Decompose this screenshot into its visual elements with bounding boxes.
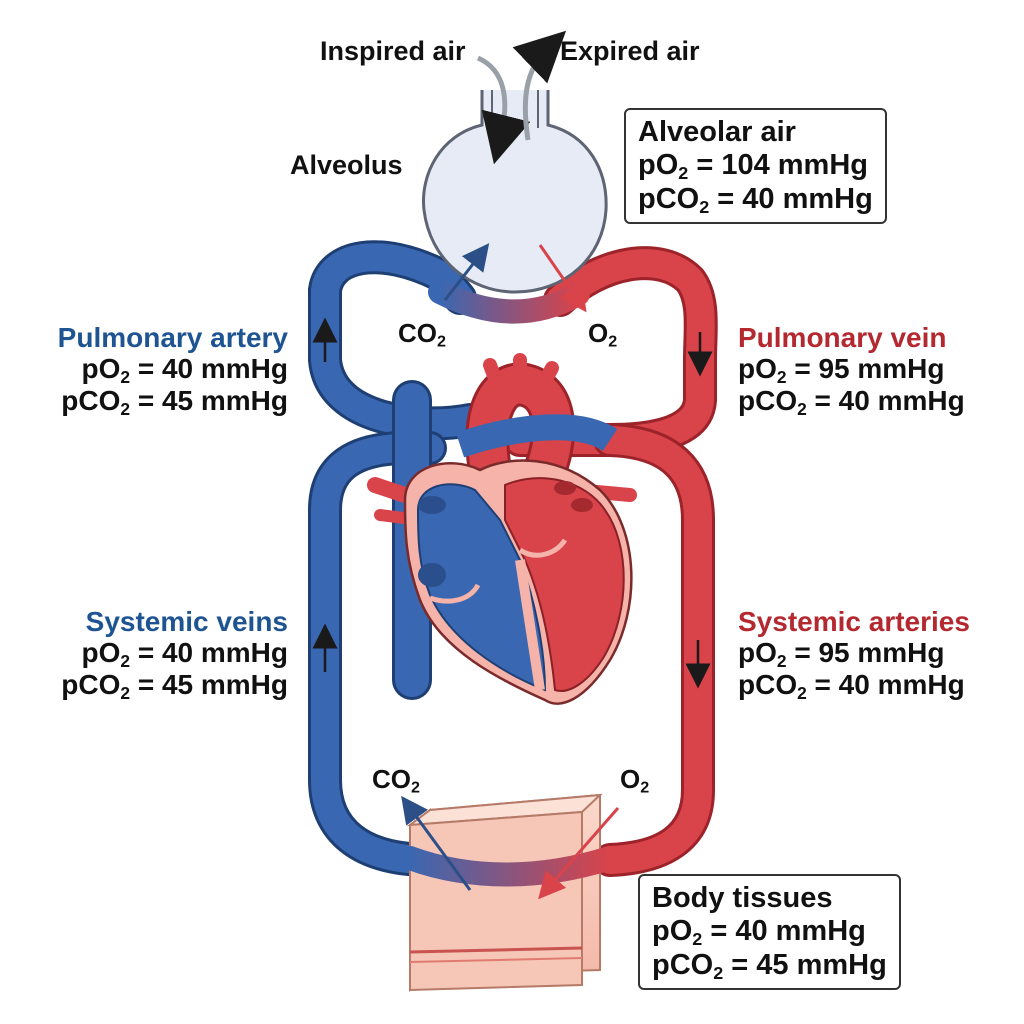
pulmonary-artery-title: Pulmonary artery (57, 322, 288, 353)
alveolar-po2: pO2 = 104 mmHg (638, 149, 869, 184)
expired-air-label: Expired air (560, 36, 700, 66)
body-tissues-po2: pO2 = 40 mmHg (652, 915, 866, 950)
systemic-arteries-label: Systemic arteries pO2 = 95 mmHg pCO2 = 4… (738, 606, 970, 703)
alveolar-air-box: Alveolar air pO2 = 104 mmHg pCO2 = 40 mm… (624, 108, 887, 225)
expired-air-arrow (512, 30, 567, 141)
lung-o2-label: O2 (588, 318, 618, 351)
alveolus-label: Alveolus (290, 150, 403, 180)
systemic-veins-title: Systemic veins (85, 606, 288, 637)
pulmonary-vein-pco2: pCO2 = 40 mmHg (738, 384, 965, 419)
inspired-air-arrow (476, 55, 531, 165)
body-tissues-block (406, 793, 603, 992)
pulmonary-capillary (428, 280, 590, 324)
pulmonary-vein-label: Pulmonary vein pO2 = 95 mmHg pCO2 = 40 m… (738, 322, 965, 419)
pulmonary-artery-label: Pulmonary artery pO2 = 40 mmHg pCO2 = 45… (20, 322, 289, 419)
systemic-veins-po2: pO2 = 40 mmHg (81, 637, 289, 672)
tissue-co2-arrow (401, 795, 472, 891)
alveolar-air-title: Alveolar air (638, 116, 796, 148)
body-tissues-box: Body tissues pO2 = 40 mmHg pCO2 = 45 mmH… (638, 874, 901, 991)
systemic-veins-pco2: pCO2 = 45 mmHg (61, 668, 288, 703)
lung-co2-label: CO2 (398, 318, 446, 351)
alveolus-sac (422, 90, 608, 294)
pulmonary-vein-po2: pO2 = 95 mmHg (738, 353, 945, 388)
body-tissues-pco2: pCO2 = 45 mmHg (652, 948, 887, 983)
tissue-o2-arrow (538, 807, 620, 900)
systemic-arteries-pco2: pCO2 = 40 mmHg (738, 668, 965, 703)
systemic-arteries-po2: pO2 = 95 mmHg (738, 637, 945, 672)
lung-o2-arrow (538, 244, 587, 313)
systemic-capillary (398, 846, 622, 887)
tissue-o2-label: O2 (620, 764, 650, 797)
pulmonary-vein-title: Pulmonary vein (738, 322, 947, 353)
alveolar-pco2: pCO2 = 40 mmHg (638, 182, 873, 217)
systemic-arteries-title: Systemic arteries (738, 606, 970, 637)
tissue-co2-label: CO2 (372, 764, 420, 797)
pulmonary-artery-po2: pO2 = 40 mmHg (81, 353, 289, 388)
lung-co2-arrow (443, 243, 490, 301)
heart (367, 353, 637, 705)
systemic-veins-label: Systemic veins pO2 = 40 mmHg pCO2 = 45 m… (20, 606, 289, 703)
inspired-air-label: Inspired air (320, 36, 466, 66)
pulmonary-artery-pco2: pCO2 = 45 mmHg (61, 384, 288, 419)
body-tissues-title: Body tissues (652, 882, 833, 914)
